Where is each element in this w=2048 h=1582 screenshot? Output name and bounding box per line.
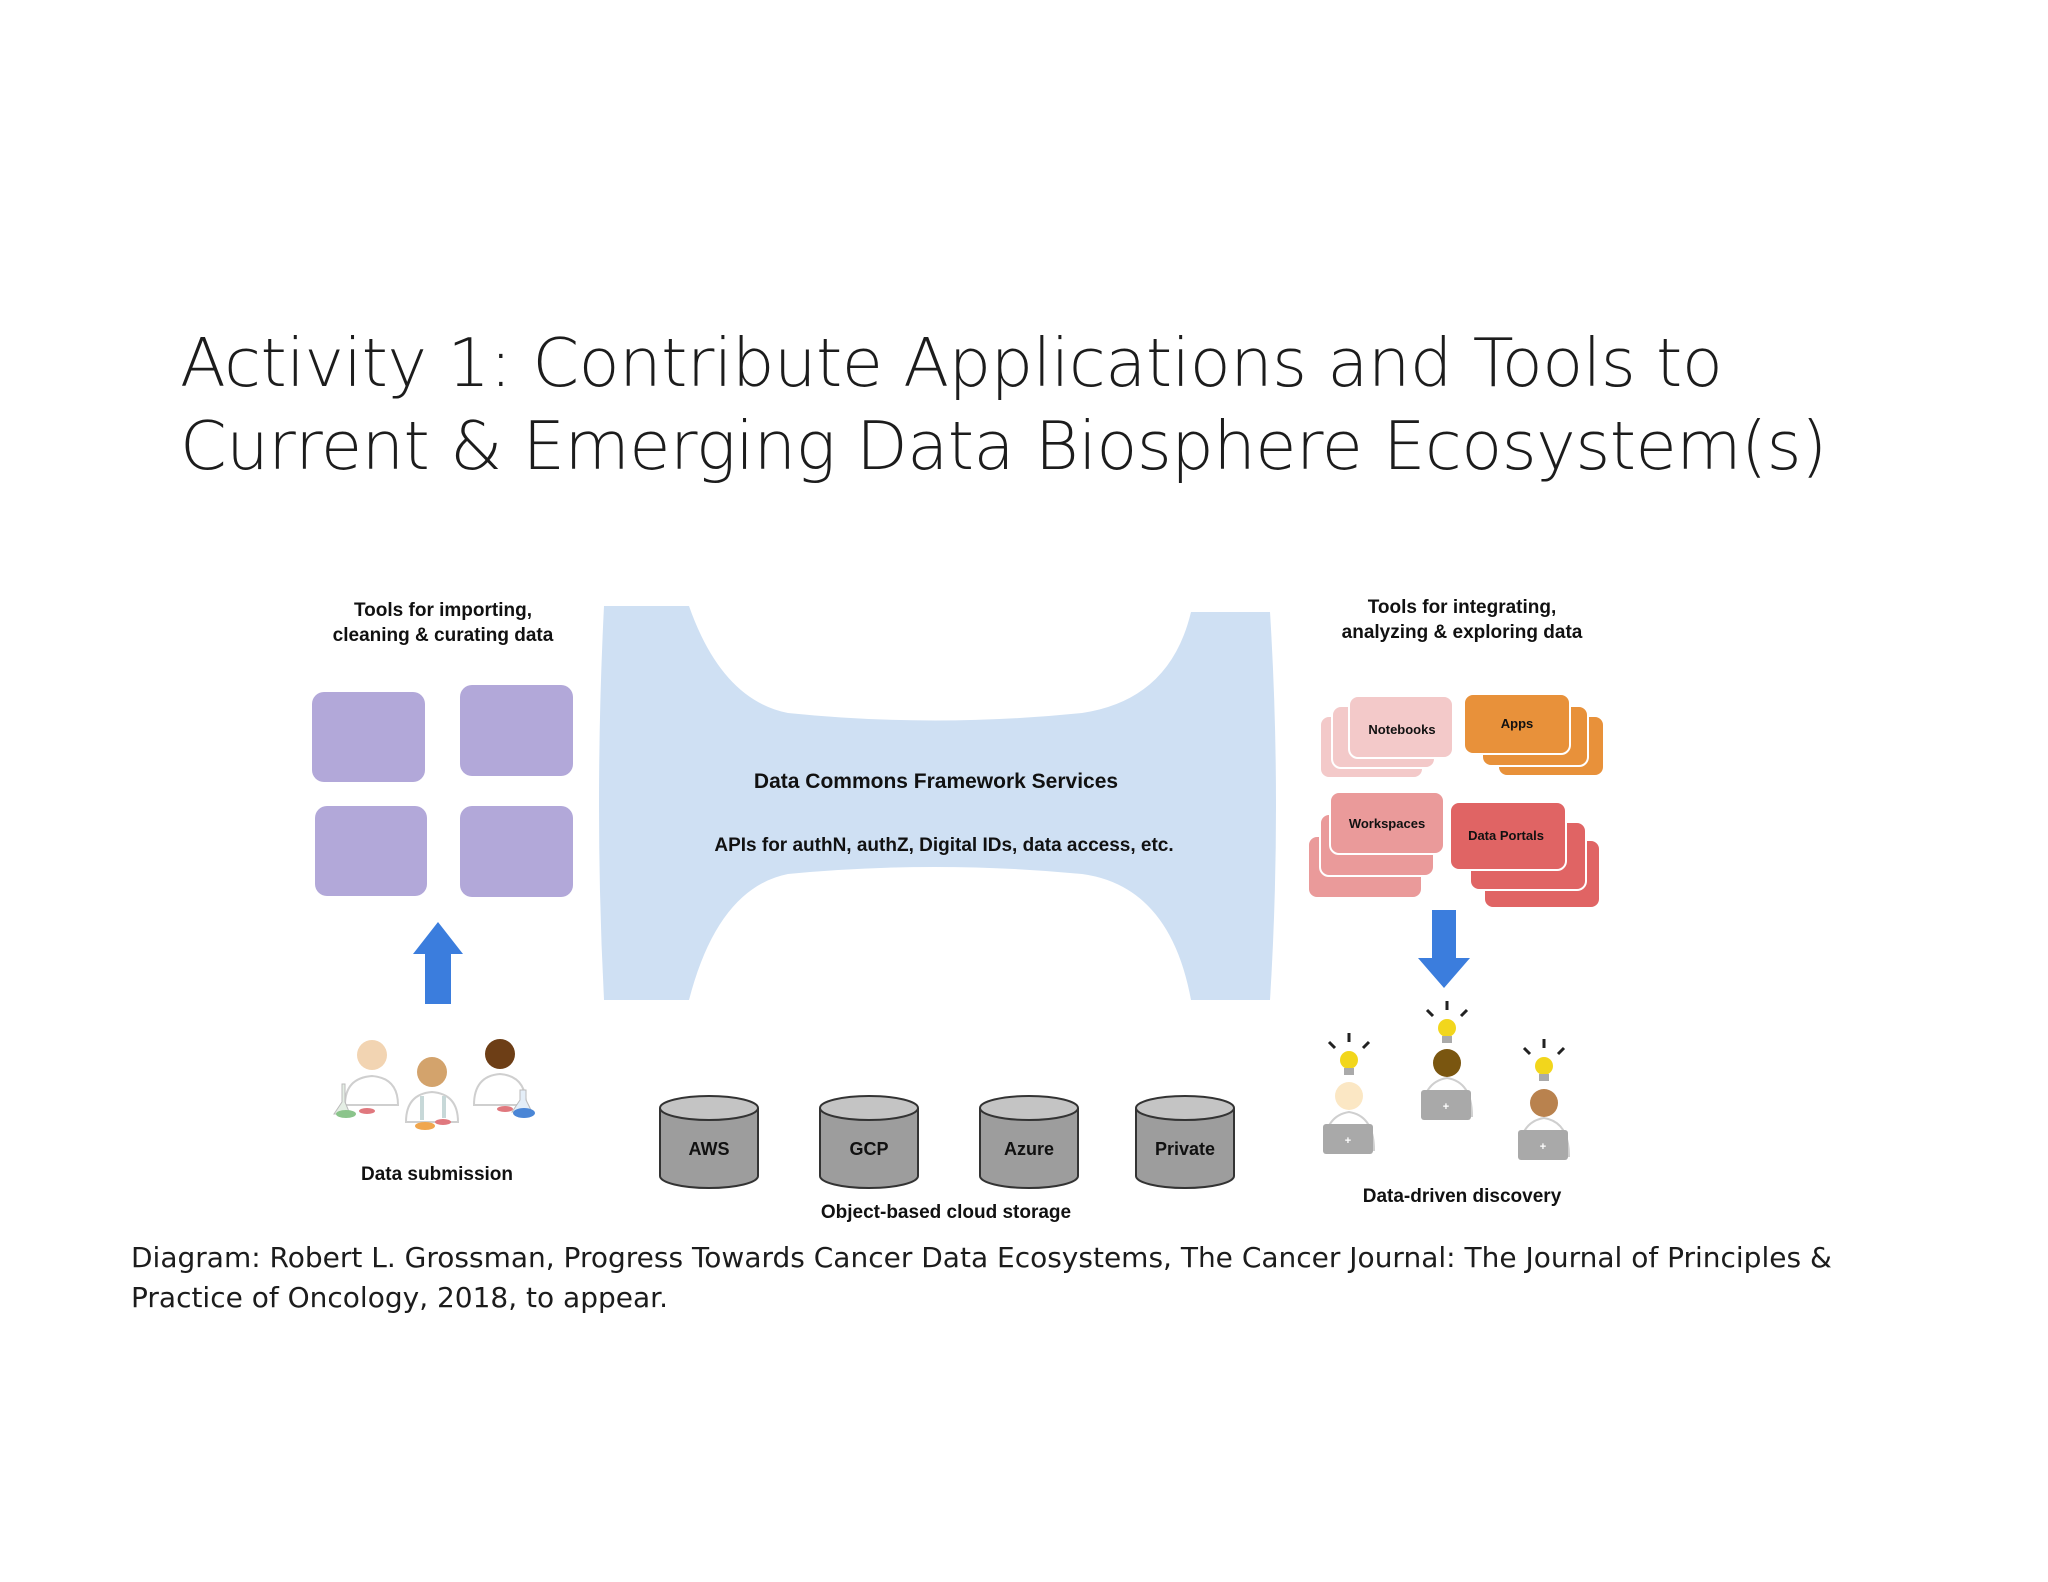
citation-line-2: Practice of Oncology, 2018, to appear.	[131, 1281, 668, 1314]
gcp-storage-cylinder: GCP	[819, 1095, 919, 1189]
notebooks-card: Notebooks	[1319, 695, 1454, 779]
left-tools-heading-line-2: cleaning & curating data	[333, 625, 554, 646]
workspaces-label: Workspaces	[1349, 816, 1425, 831]
framework-title: Data Commons Framework Services	[754, 770, 1118, 793]
download-arrow-icon	[1418, 910, 1470, 988]
aws-storage-cylinder: AWS	[659, 1095, 759, 1189]
cloud-storage-label: Object-based cloud storage	[821, 1202, 1071, 1223]
private-label: Private	[1155, 1139, 1215, 1159]
data-submitters-icon	[333, 1039, 535, 1130]
gcp-label: GCP	[849, 1139, 888, 1159]
workspaces-card: Workspaces	[1307, 791, 1445, 899]
notebooks-label: Notebooks	[1368, 722, 1435, 737]
tool-tile	[315, 806, 427, 896]
slide-title: Activity 1: Contribute Applications and …	[180, 322, 1940, 488]
right-tools-heading-line-1: Tools for integrating,	[1368, 597, 1557, 618]
curation-tool-tiles	[312, 685, 573, 897]
svg-text:+: +	[1345, 1135, 1351, 1147]
tool-tile	[460, 806, 573, 897]
framework-subtitle: APIs for authN, authZ, Digital IDs, data…	[714, 835, 1173, 856]
tool-tile	[312, 692, 425, 782]
data-portals-card: Data Portals	[1449, 801, 1601, 909]
title-line-1: Activity 1: Contribute Applications and …	[180, 324, 1723, 402]
framework-services-band	[599, 606, 1276, 1000]
right-tools-heading-line-2: analyzing & exploring data	[1342, 622, 1583, 643]
apps-card: Apps	[1463, 693, 1605, 777]
researcher-with-idea-icon: +	[1420, 1001, 1474, 1120]
researcher-with-idea-icon: +	[1517, 1039, 1571, 1160]
azure-storage-cylinder: Azure	[979, 1095, 1079, 1189]
title-line-2: Current & Emerging Data Biosphere Ecosys…	[180, 407, 1827, 485]
private-storage-cylinder: Private	[1135, 1095, 1235, 1189]
azure-label: Azure	[1004, 1139, 1054, 1159]
data-portals-label: Data Portals	[1468, 828, 1544, 843]
data-submission-label: Data submission	[361, 1164, 513, 1185]
apps-label: Apps	[1501, 716, 1534, 731]
data-discovery-label: Data-driven discovery	[1363, 1186, 1562, 1207]
tool-tile	[460, 685, 573, 776]
svg-text:+: +	[1540, 1141, 1546, 1153]
upload-arrow-icon	[413, 922, 463, 1004]
svg-text:+: +	[1443, 1101, 1449, 1113]
aws-label: AWS	[688, 1139, 729, 1159]
left-tools-heading-line-1: Tools for importing,	[354, 600, 532, 621]
researcher-with-idea-icon: +	[1322, 1033, 1376, 1154]
diagram-citation: Diagram: Robert L. Grossman, Progress To…	[131, 1238, 1931, 1318]
citation-line-1: Diagram: Robert L. Grossman, Progress To…	[131, 1241, 1832, 1274]
